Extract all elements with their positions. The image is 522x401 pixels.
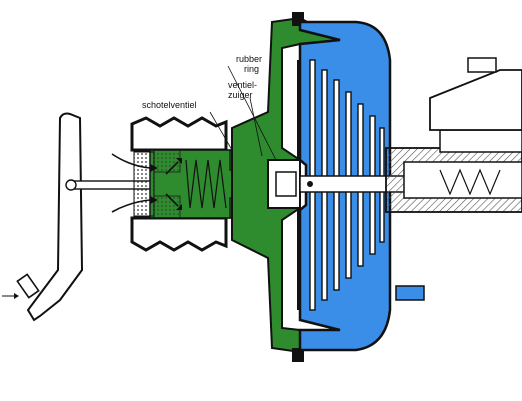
label-schotelventiel: schotelventiel [142, 100, 197, 110]
label-ventielzuiger-line1: ventiel- [228, 80, 257, 90]
bottom-stud [292, 348, 304, 362]
label-rubber-ring-line2: ring [244, 64, 259, 74]
rubber-bellows [130, 116, 228, 252]
label-ventielzuiger-line2: zuiger [228, 90, 253, 100]
label-rubber-ring-line1: rubber [236, 54, 262, 64]
brake-pedal [2, 112, 84, 322]
vacuum-port [395, 285, 425, 301]
air-flow-arrows [111, 153, 182, 213]
reservoir [429, 69, 522, 131]
master-cylinder [385, 57, 522, 301]
label-leaders [209, 65, 277, 161]
